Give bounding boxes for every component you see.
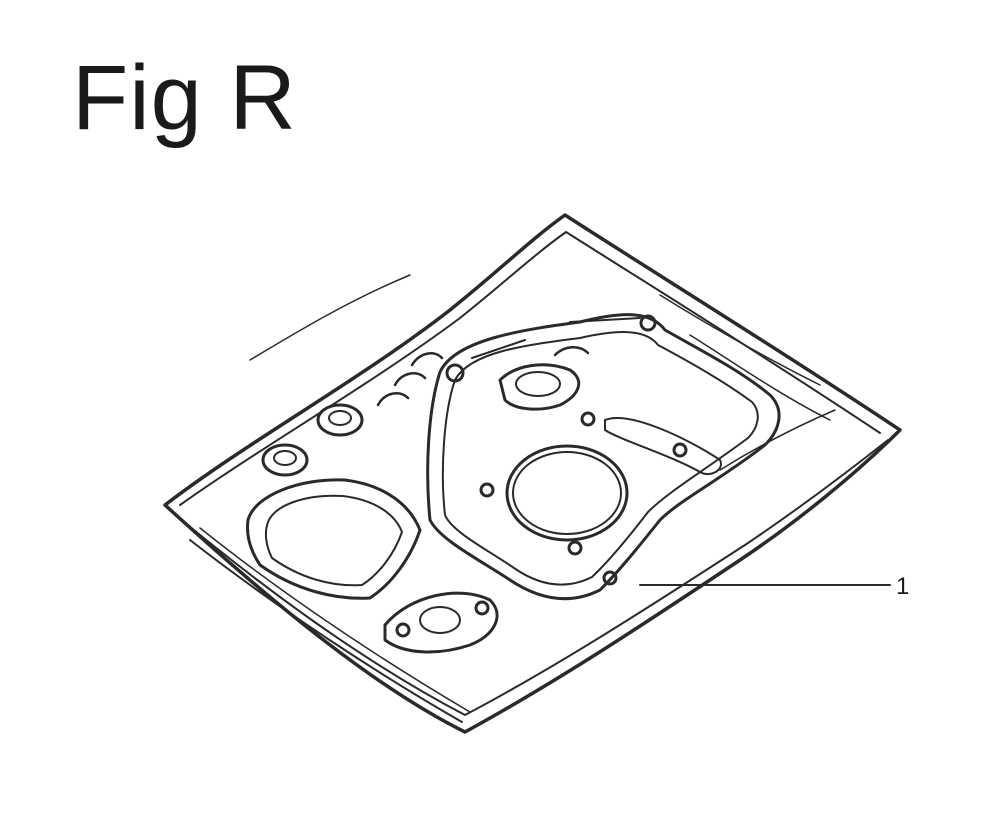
intake-gasket bbox=[246, 478, 422, 600]
exhaust-gasket bbox=[383, 591, 499, 654]
seal-rings bbox=[261, 346, 590, 477]
gasket-bag bbox=[163, 213, 902, 734]
figure-title: Fig R bbox=[72, 47, 297, 149]
bag-wrinkles bbox=[249, 274, 836, 471]
head-gasket bbox=[426, 313, 781, 601]
reference-number-1: 1 bbox=[896, 573, 909, 600]
